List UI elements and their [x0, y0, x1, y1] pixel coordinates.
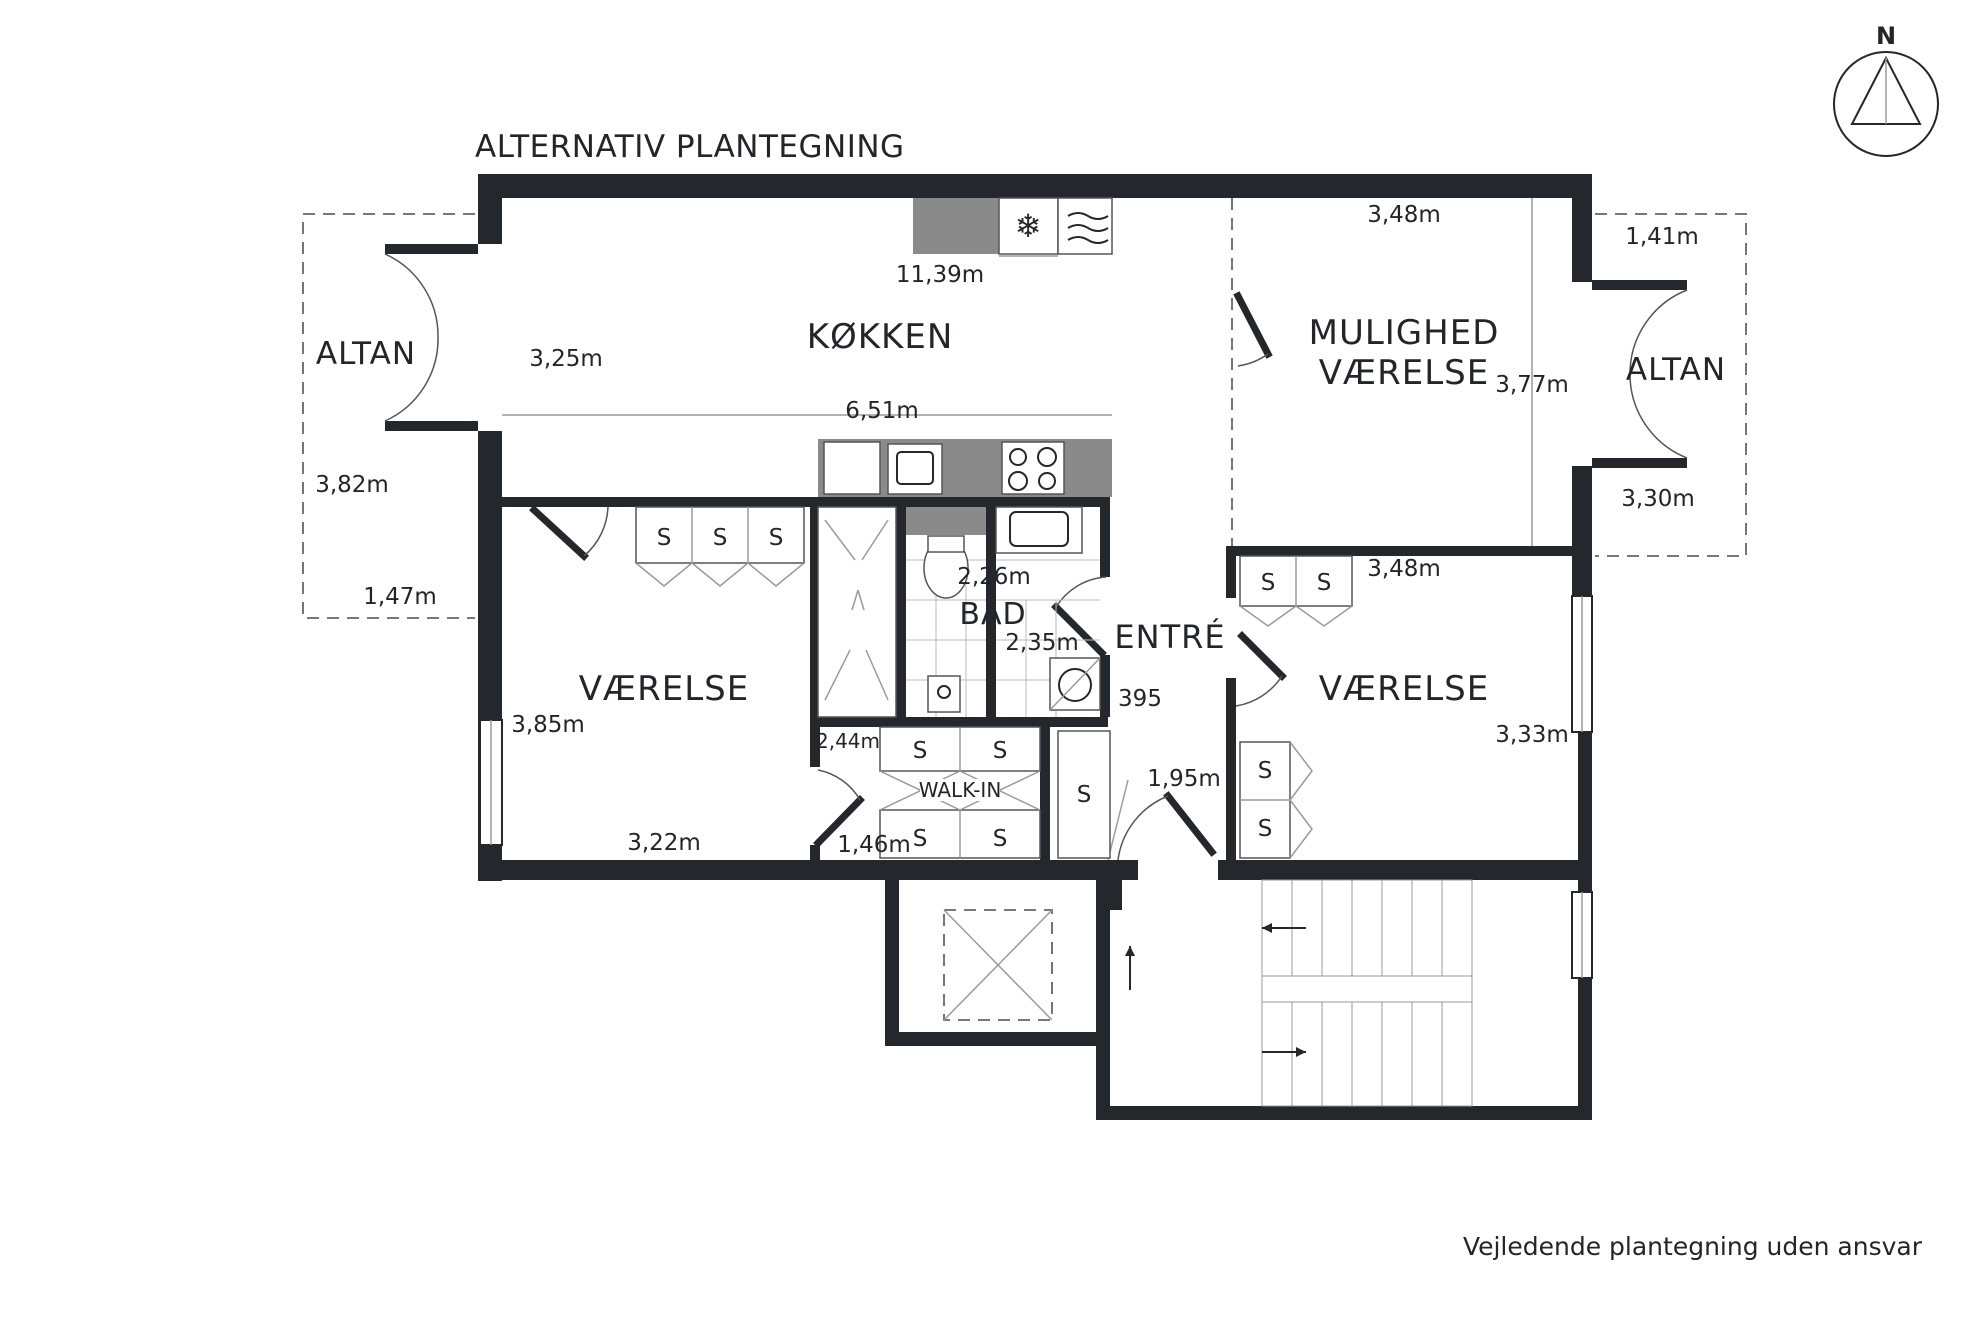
dim-balcony-right-width: 1,41m	[1625, 224, 1699, 250]
room-label-bedroom-left: VÆRELSE	[579, 669, 750, 709]
north-compass: N	[1833, 22, 1939, 157]
storage-label: S	[993, 738, 1008, 764]
dim-walkin-width: 2,44m	[816, 729, 880, 753]
svg-text:❄: ❄	[1015, 207, 1042, 245]
storage-label: S	[913, 826, 928, 852]
dim-balcony-left-depth: 3,82m	[315, 472, 389, 498]
dim-bedroom-left-depth: 3,85m	[511, 712, 585, 738]
dim-bath-width: 2,26m	[957, 564, 1031, 590]
room-label-bedroom-right: VÆRELSE	[1319, 669, 1490, 709]
storage-label: S	[1317, 570, 1332, 596]
balcony-outlines	[302, 213, 1747, 619]
walk-in-label: WALK-IN	[919, 778, 1002, 802]
storage-left-bedroom: S S S	[635, 506, 805, 587]
dim-entrance-code: 395	[1118, 686, 1162, 712]
storage-label: S	[713, 525, 728, 551]
elevator-shaft	[943, 909, 1053, 1021]
storage-label: S	[769, 525, 784, 551]
dim-bedroom-right-depth: 3,33m	[1495, 722, 1569, 748]
room-label-optional-line2: VÆRELSE	[1319, 353, 1490, 393]
compass-label: N	[1876, 22, 1896, 50]
dim-balcony-left-width: 1,47m	[363, 584, 437, 610]
kitchen-top-appliances: ❄	[913, 197, 1113, 257]
doors	[384, 253, 1688, 861]
dim-bath-depth: 2,35m	[1005, 630, 1079, 656]
room-label-bathroom: BAD	[959, 597, 1026, 632]
shower	[817, 506, 897, 718]
storage-label: S	[993, 826, 1008, 852]
dishwasher-icon	[823, 441, 881, 495]
storage-label: S	[1077, 782, 1092, 808]
room-label-balcony-right: ALTAN	[1626, 352, 1726, 388]
bathroom-fixtures	[906, 506, 1101, 717]
storage-right-bedroom-side: S S	[1239, 741, 1313, 859]
room-label-balcony-left: ALTAN	[316, 336, 416, 372]
plan-title: ALTERNATIV PLANTEGNING	[475, 129, 905, 165]
dim-entrance-width: 1,95m	[1147, 766, 1221, 792]
dim-optional-depth: 3,77m	[1495, 372, 1569, 398]
staircase	[1125, 879, 1473, 1107]
walk-in-closets: S S S S WALK-IN	[879, 726, 1041, 859]
storage-label: S	[657, 525, 672, 551]
storage-label: S	[1261, 570, 1276, 596]
room-label-entrance: ENTRÉ	[1114, 618, 1225, 656]
room-label-optional-line1: MULIGHED	[1309, 313, 1500, 353]
storage-right-bedroom-top: S S	[1239, 555, 1353, 627]
dim-balcony-right-depth: 3,30m	[1621, 486, 1695, 512]
freezer-icon	[998, 197, 1059, 255]
dim-optional-width: 3,48m	[1367, 202, 1441, 228]
dim-kitchen-counter: 6,51m	[845, 398, 919, 424]
dim-kitchen-depth: 3,25m	[529, 346, 603, 372]
entrance-closet: S	[1057, 730, 1111, 859]
storage-label: S	[1258, 816, 1273, 842]
shower-tap-icon	[927, 675, 961, 713]
walls	[385, 174, 1687, 1120]
kitchen-counter	[818, 439, 1112, 497]
dim-bedroom-left-width: 3,22m	[627, 830, 701, 856]
windows	[479, 595, 1593, 979]
storage-label: S	[1258, 758, 1273, 784]
dim-bedroom-right-width: 3,48m	[1367, 556, 1441, 582]
dim-kitchen-length: 11,39m	[896, 262, 984, 288]
disclaimer-caption: Vejledende plantegning uden ansvar	[1462, 1232, 1922, 1261]
dim-walkin-depth: 1,46m	[837, 832, 911, 858]
room-label-kitchen: KØKKEN	[807, 317, 954, 357]
storage-label: S	[913, 738, 928, 764]
